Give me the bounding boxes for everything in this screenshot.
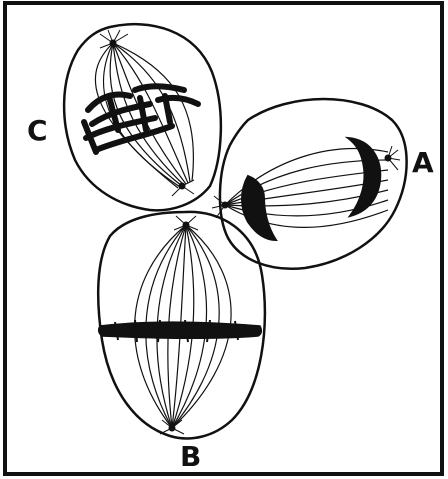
frame-border <box>5 3 442 474</box>
label-b: B <box>180 440 201 473</box>
cell-b <box>98 212 265 439</box>
cell-c-chromosomes <box>84 86 198 152</box>
cell-a-chromosomes-left <box>242 176 276 240</box>
label-c: C <box>27 114 48 147</box>
label-a: A <box>412 146 434 179</box>
cell-c <box>64 24 221 210</box>
cell-a <box>212 99 407 269</box>
